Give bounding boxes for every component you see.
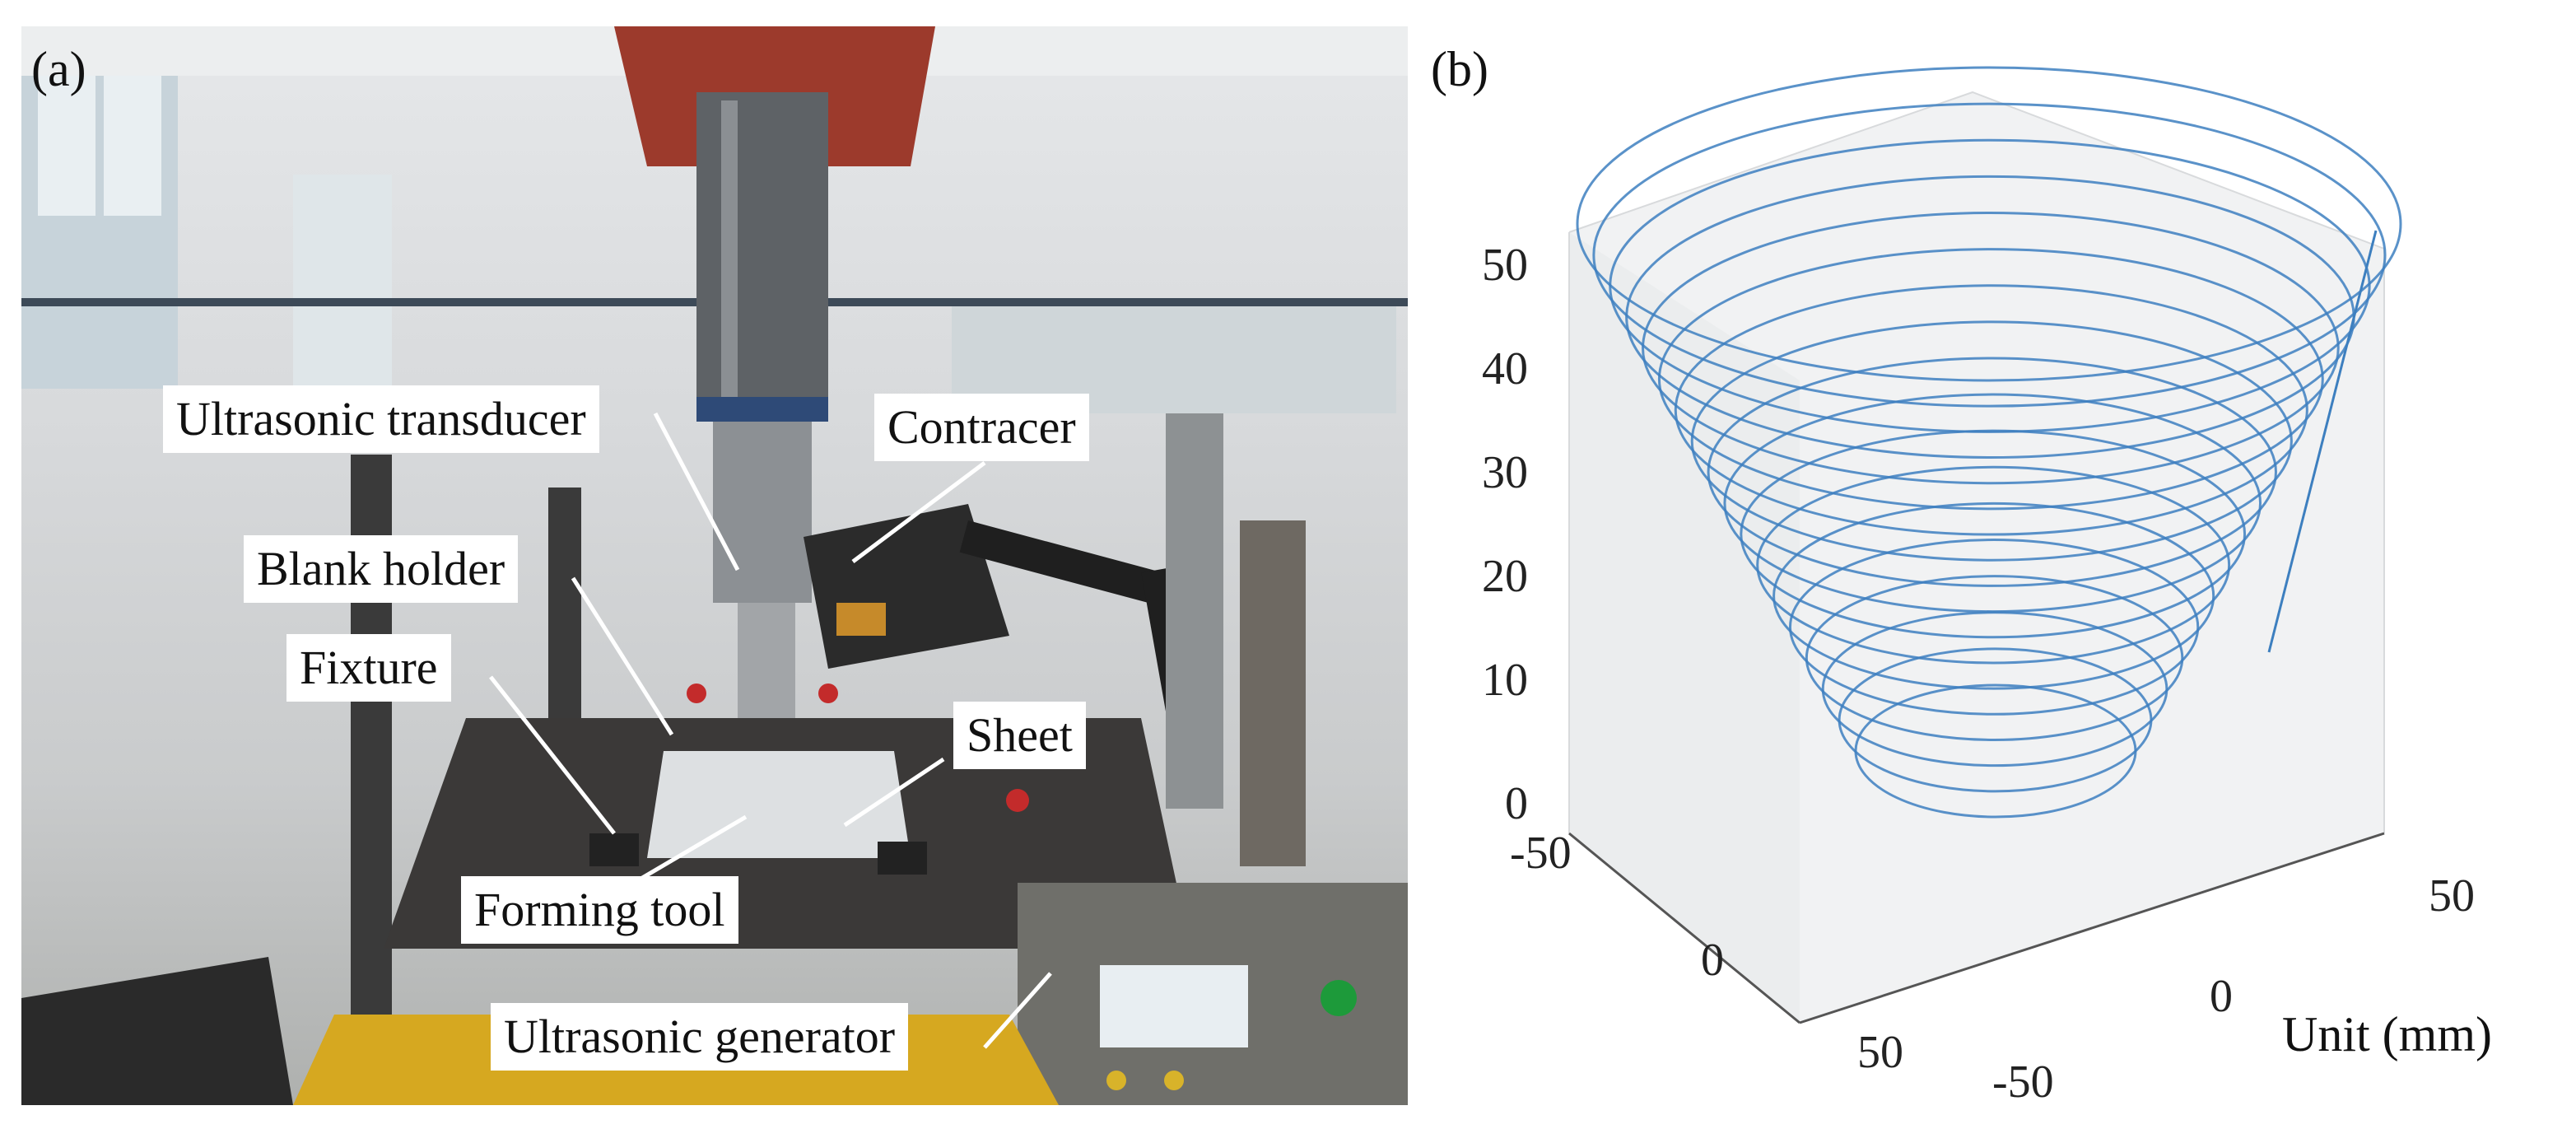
spiral-ring [1772, 502, 2215, 690]
spiral-toolpath [1576, 66, 2402, 819]
spiral-ring [1690, 320, 2293, 562]
spiral-ring [1674, 284, 2308, 536]
label-sheet: Sheet [953, 702, 1086, 769]
label-forming-tool: Forming tool [461, 876, 738, 944]
label-blank-holder: Blank holder [244, 535, 519, 603]
label-ultrasonic-transducer: Ultrasonic transducer [163, 385, 599, 453]
panel-a-letter: (a) [31, 42, 86, 96]
x-tick: 0 [2210, 971, 2233, 1022]
y-tick: 0 [1701, 935, 1724, 986]
experimental-setup-photo: (a) Ultrasonic transducer Contracer Blan… [21, 26, 1408, 1105]
unit-label: Unit (mm) [2269, 1001, 2505, 1067]
spiral-seam [2267, 230, 2378, 653]
spiral-ring [1657, 248, 2324, 511]
x-axis-ticks: 50 0 -50 [1992, 870, 2475, 1108]
spiral-ring [1592, 102, 2387, 408]
plot-svg: 50 40 30 20 10 0 -50 0 50 50 0 -50 [1482, 66, 2475, 1108]
spiral-ring [1707, 357, 2277, 587]
label-contracer: Contracer [874, 394, 1089, 461]
y-tick: -50 [1510, 828, 1572, 879]
spiral-ring [1576, 66, 2402, 382]
spiral-ring [1788, 539, 2200, 716]
spiral-ring [1723, 393, 2262, 613]
label-ultrasonic-generator: Ultrasonic generator [491, 1003, 909, 1071]
z-tick: 30 [1482, 447, 1528, 498]
x-tick: 50 [2429, 870, 2475, 921]
z-tick: 20 [1482, 551, 1528, 602]
spiral-ring [1642, 211, 2340, 485]
y-tick: 50 [1857, 1027, 1903, 1078]
z-tick: 10 [1482, 655, 1528, 706]
spiral-ring [1756, 465, 2231, 665]
setup-illustration [21, 26, 1408, 1105]
x-tick: -50 [1992, 1057, 2054, 1105]
y-axis-ticks: -50 0 50 [1510, 828, 1903, 1078]
toolpath-3d-plot: (b) 50 40 30 20 10 0 -50 0 [1413, 26, 2557, 1108]
panel-b-letter: (b) [1431, 42, 1488, 96]
label-fixture: Fixture [286, 634, 451, 702]
spiral-ring [1805, 575, 2184, 741]
z-axis-ticks: 50 40 30 20 10 0 [1482, 240, 1528, 829]
z-tick: 50 [1482, 240, 1528, 291]
z-tick: 0 [1505, 778, 1528, 829]
z-tick: 40 [1482, 343, 1528, 394]
